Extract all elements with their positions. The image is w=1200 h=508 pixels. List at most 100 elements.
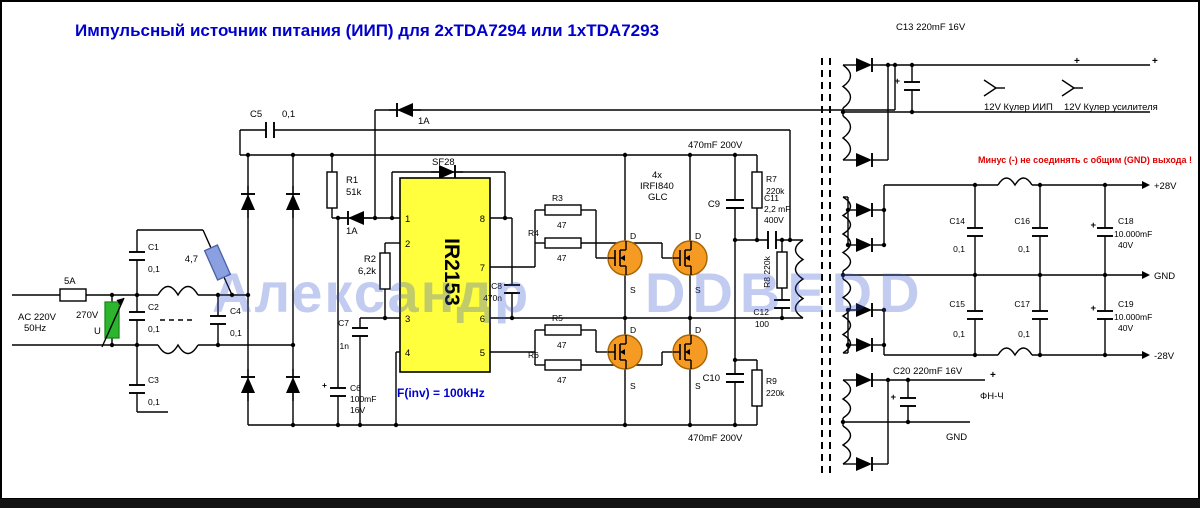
c14-value: 0,1: [953, 244, 965, 254]
ic-pin-4: 4: [405, 348, 410, 359]
junction-dots: [109, 62, 1108, 428]
r6-name: R6: [528, 350, 539, 360]
resistor-r9: [751, 369, 763, 407]
r9-value: 220k: [766, 388, 785, 398]
aux-diode-label: 1A: [418, 116, 430, 127]
c16-name: C16: [1014, 216, 1030, 226]
c18-plus: +: [1090, 220, 1096, 231]
mosfets-label-line3: GLC: [648, 192, 668, 203]
c6-name: C6: [350, 383, 361, 393]
sf28-label: SF28: [432, 157, 455, 168]
rectifier-diode: [847, 202, 881, 218]
r7-name: R7: [766, 174, 777, 184]
bridge-diode: [240, 368, 256, 402]
varistor-arrow: [101, 297, 125, 348]
q3-drain-label: D: [630, 325, 636, 335]
r5-name: R5: [552, 313, 563, 323]
c13-plus: +: [894, 76, 900, 87]
output-plus28: +28V: [1154, 181, 1177, 192]
q2-drain-label: D: [695, 231, 701, 241]
r8-label: R8 220k: [762, 255, 772, 287]
bottom-bar: [0, 499, 1200, 508]
c5-name: C5: [250, 109, 262, 120]
fuse-label: 5A: [64, 276, 76, 287]
ir2153-ic-body: [399, 177, 491, 373]
c11-value2: 400V: [764, 215, 784, 225]
fuse: [59, 288, 87, 302]
r3-value: 47: [557, 220, 567, 230]
c6-plus: +: [322, 380, 327, 390]
c16-value: 0,1: [1018, 244, 1030, 254]
ntc-thermistor: [203, 244, 232, 281]
rectifier-diode: [847, 337, 881, 353]
q4-source-label: S: [695, 381, 701, 391]
c15-value: 0,1: [953, 329, 965, 339]
r6-value: 47: [557, 375, 567, 385]
q4-drain-label: D: [695, 325, 701, 335]
resistor-r2: [379, 252, 391, 290]
c1-value: 0,1: [148, 264, 160, 274]
c8-value: 470n: [483, 293, 502, 303]
ic-pin-8: 8: [480, 214, 485, 225]
c17-name: C17: [1014, 299, 1030, 309]
c11-name: C11: [764, 193, 779, 203]
vcc-diode-1a: [339, 210, 373, 226]
c4-value: 0,1: [230, 328, 242, 338]
c20-plus: +: [890, 392, 896, 403]
cooler1-label: 12V Кулер ИИП: [984, 102, 1053, 113]
c6-value1: 100mF: [350, 394, 376, 404]
rail12-plus-end: +: [1152, 56, 1158, 67]
c2-value: 0,1: [148, 324, 160, 334]
bridge-diode: [285, 368, 301, 402]
q1-drain-label: D: [630, 231, 636, 241]
output-minus28: -28V: [1154, 351, 1175, 362]
c17-value: 0,1: [1018, 329, 1030, 339]
capacitor-plates: [129, 81, 1113, 407]
r5-value: 47: [557, 340, 567, 350]
c3-value: 0,1: [148, 397, 160, 407]
aux-diode-1a: [388, 102, 422, 118]
output-gnd: GND: [1154, 271, 1175, 282]
c9-name: C9: [708, 199, 720, 210]
c8-name: C8: [491, 281, 502, 291]
resistor-r3: [544, 204, 582, 216]
c6-value2: 16V: [350, 405, 365, 415]
r7-value: 220k: [766, 186, 785, 196]
resistor-r5: [544, 324, 582, 336]
rectifier-diode: [847, 237, 881, 253]
bridge-diode: [285, 185, 301, 219]
q3-source-label: S: [630, 381, 636, 391]
cooler-plug-icon: [983, 79, 1005, 97]
mosfets-label-line1: 4x: [652, 170, 662, 181]
fnch-diode: [847, 456, 881, 472]
aux12-diode: [847, 57, 881, 73]
terminal-arrow: [1142, 271, 1150, 279]
c1-name: C1: [148, 242, 159, 252]
r3-name: R3: [552, 193, 563, 203]
fnch-diode: [847, 372, 881, 388]
fnch-label: ФН-Ч: [980, 391, 1004, 402]
bus-cap-bottom-value: 470mF 200V: [688, 433, 743, 444]
ac-label-line1: AC 220V: [18, 312, 57, 323]
resistor-r1: [326, 171, 338, 209]
rail12-plus: +: [1074, 56, 1080, 67]
c18-value1: 10.000mF: [1114, 229, 1152, 239]
r9-name: R9: [766, 376, 777, 386]
c19-name: C19: [1118, 299, 1134, 309]
resistor-r7: [751, 171, 763, 209]
vcc-diode-label: 1A: [346, 226, 358, 237]
ac-label-line2: 50Hz: [24, 323, 46, 334]
c7-name: C7: [338, 318, 349, 328]
r2-name: R2: [364, 254, 376, 265]
c19-value2: 40V: [1118, 323, 1133, 333]
c18-value2: 40V: [1118, 240, 1133, 250]
r1-value: 51k: [346, 187, 362, 198]
mosfet-q3: [607, 334, 643, 370]
c19-value1: 10.000mF: [1114, 312, 1152, 322]
c10-name: C10: [703, 373, 720, 384]
c18-name: C18: [1118, 216, 1134, 226]
ic-frequency: F(inv) = 100kHz: [397, 386, 485, 400]
aux12-diode: [847, 152, 881, 168]
ic-name: IR2153: [440, 238, 463, 306]
bridge-diode: [240, 185, 256, 219]
